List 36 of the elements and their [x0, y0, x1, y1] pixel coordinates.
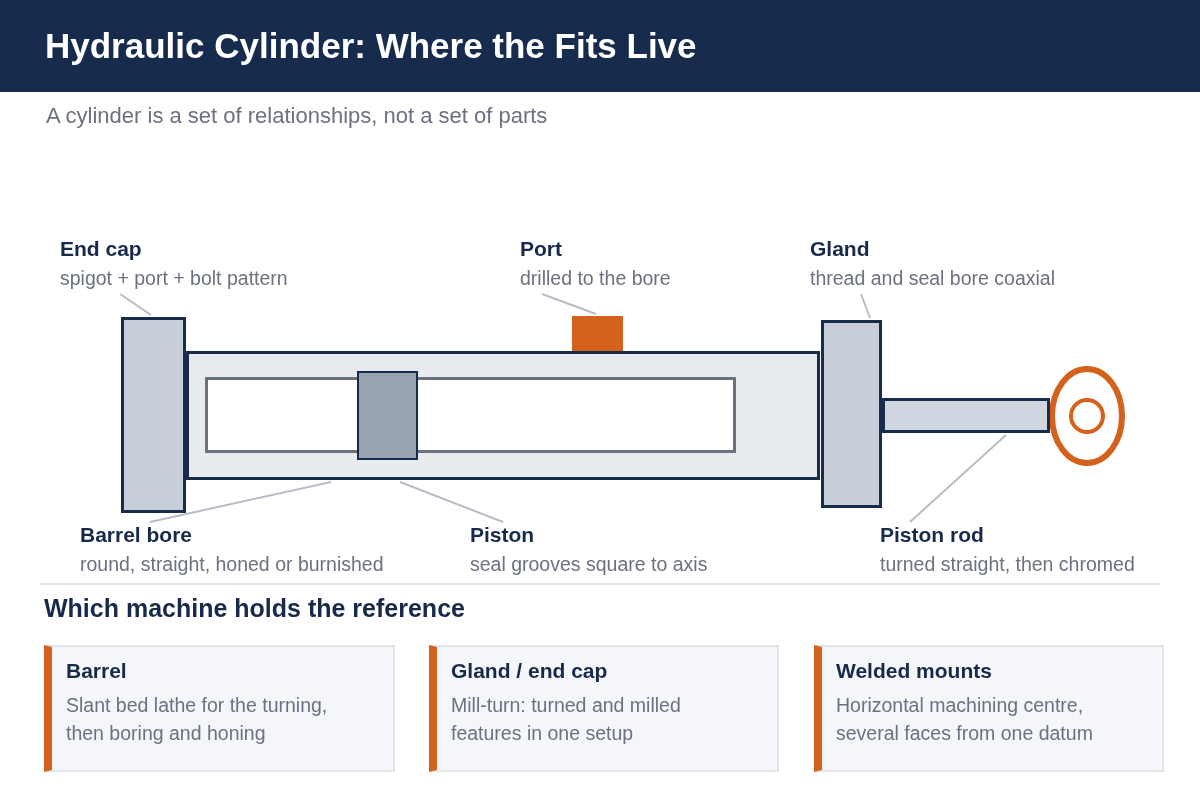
card-text: Mill-turn: turned and milled features in one setup	[451, 693, 682, 746]
end-cap-block	[121, 317, 186, 513]
piston-rod	[882, 398, 1050, 433]
leader-line	[399, 481, 504, 523]
callout-text: turned straight, then chromed	[880, 553, 1135, 576]
port-block	[572, 316, 623, 351]
piston-block	[357, 371, 418, 460]
callout-text: drilled to the bore	[520, 267, 671, 290]
callout-text: thread and seal bore coaxial	[810, 267, 1055, 290]
callout-heading: Piston rod	[880, 523, 985, 547]
callout-text: round, straight, honed or burnished	[80, 553, 384, 576]
leader-line	[541, 293, 597, 315]
info-card	[429, 645, 779, 772]
card-text: Horizontal machining centre, several faces from one datum	[836, 693, 1094, 746]
barrel-tube	[186, 351, 820, 480]
leader-line	[860, 293, 871, 319]
callout-heading: Port	[520, 237, 563, 261]
card-heading: Barrel	[66, 659, 128, 683]
callout-text: spigot + port + bolt pattern	[60, 267, 288, 290]
section-heading: Which machine holds the reference	[44, 594, 465, 623]
callout-text: seal grooves square to axis	[470, 553, 708, 576]
leader-line	[149, 481, 332, 523]
card-heading: Welded mounts	[836, 659, 993, 683]
gland-block	[821, 320, 882, 508]
info-card	[44, 645, 395, 772]
callout-heading: Piston	[470, 523, 536, 547]
card-heading: Gland / end cap	[451, 659, 609, 683]
leader-line	[909, 434, 1007, 523]
leader-line	[119, 293, 152, 316]
card-text: Slant bed lathe for the turning, then boring and honing	[66, 693, 329, 746]
title: Hydraulic Cylinder: Where the Fits Live	[45, 26, 697, 66]
subtitle: A cylinder is a set of relationships, not a set of parts	[46, 103, 548, 129]
callout-heading: Gland	[810, 237, 871, 261]
callout-heading: End cap	[60, 237, 143, 261]
callout-heading: Barrel bore	[80, 523, 194, 547]
info-card	[814, 645, 1164, 772]
